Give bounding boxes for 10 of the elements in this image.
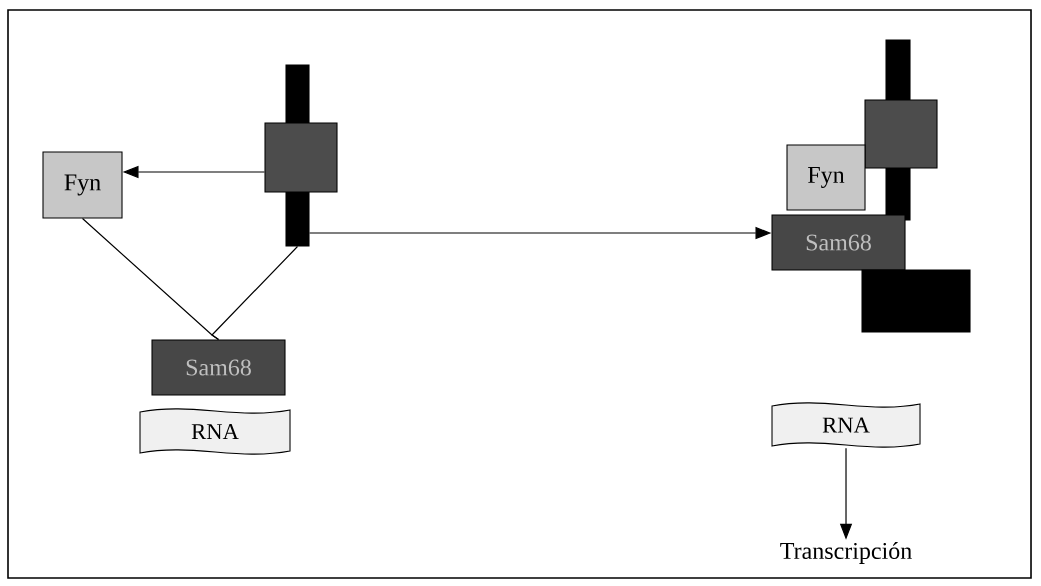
rna-strand: RNA (139, 408, 291, 455)
protein-box: Sam68 (771, 214, 906, 271)
protein-box: Fyn (786, 144, 866, 211)
receptor-box (264, 122, 338, 193)
node-label: Transcripción (780, 542, 912, 564)
rna-strand: RNA (771, 402, 921, 448)
receptor-bar (861, 269, 971, 333)
receptor-box (864, 99, 938, 169)
protein-box: Fyn (42, 151, 123, 219)
protein-box: Sam68 (151, 339, 286, 396)
